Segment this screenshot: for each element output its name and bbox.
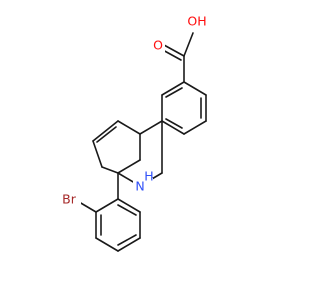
bond-c-o-single bbox=[183, 32, 194, 57]
nitrogen-atom: N H bbox=[133, 169, 154, 204]
atom-labels: O OH N H Br bbox=[57, 12, 210, 208]
nitrogen-hydrogen-label: H bbox=[144, 169, 153, 184]
bond-ph-4-5 bbox=[117, 237, 141, 252]
bond-ph-6-1-inner bbox=[117, 204, 137, 216]
oxygen-hydroxyl-label: OH bbox=[187, 14, 206, 29]
bromine-atom: Br bbox=[57, 190, 81, 208]
bond-cp-4 bbox=[101, 166, 119, 174]
bond-skeleton bbox=[73, 32, 207, 252]
bond-ar-to-junction bbox=[139, 120, 163, 135]
bond-ph-4-5-inner bbox=[117, 234, 137, 246]
bond-cp-3 bbox=[92, 140, 103, 168]
bond-c-o-double bbox=[163, 44, 185, 57]
oxygen-carbonyl-atom: O bbox=[151, 37, 165, 53]
bond-ar-1-2 bbox=[183, 81, 207, 96]
oxygen-carbonyl-label: O bbox=[153, 38, 163, 53]
bond-cp-1 bbox=[117, 120, 141, 135]
bond-ar-4-5 bbox=[161, 120, 185, 135]
molecule-structure-diagram: O OH N H Br bbox=[57, 12, 210, 252]
bromine-label: Br bbox=[62, 192, 77, 207]
oxygen-hydroxyl-atom: OH bbox=[186, 12, 210, 30]
bond-ph-1-2 bbox=[95, 198, 119, 213]
bond-ar-3-4 bbox=[183, 120, 207, 135]
bond-ph-3-4 bbox=[95, 237, 119, 252]
bond-ar-6-1-inner bbox=[165, 87, 183, 98]
bond-ar-4-5-inner bbox=[165, 118, 183, 129]
bond-cp-2 bbox=[92, 120, 119, 142]
nitrogen-label: N bbox=[135, 179, 144, 194]
bond-ph-6-1 bbox=[117, 198, 141, 213]
bond-cp-2-inner bbox=[96, 126, 117, 143]
bond-junction-to-ch bbox=[117, 159, 141, 174]
bond-ar-6-1 bbox=[161, 81, 185, 96]
